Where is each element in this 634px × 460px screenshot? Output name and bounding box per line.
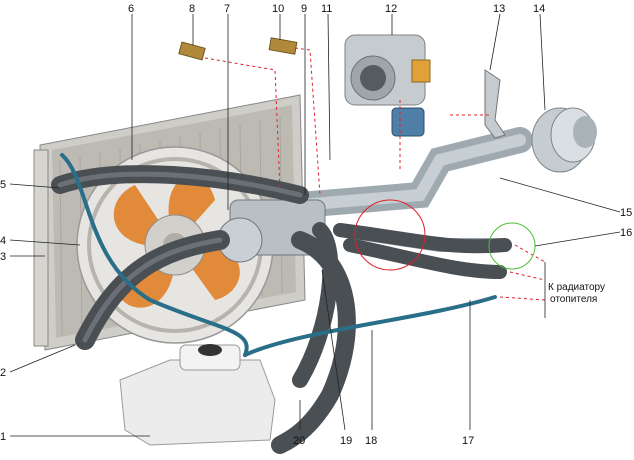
callout-19: 19 [340, 435, 352, 447]
temperature-sensor [178, 41, 206, 61]
callout-3: 3 [0, 251, 6, 263]
callout-9: 9 [301, 3, 307, 15]
callout-12: 12 [385, 3, 397, 15]
callout-18: 18 [365, 435, 377, 447]
coolant-pipe [287, 127, 533, 252]
coolant-lines [60, 153, 497, 357]
callout-13: 13 [493, 3, 505, 15]
hoses [51, 165, 512, 454]
throttle-body [344, 34, 431, 137]
callout-14: 14 [533, 3, 545, 15]
callout-7: 7 [224, 3, 230, 15]
heater-note-line1: К радиатору [548, 282, 605, 293]
callout-11: 11 [321, 3, 332, 15]
callout-1: 1 [0, 431, 6, 443]
callout-8: 8 [189, 3, 195, 15]
callout-5: 5 [0, 179, 6, 191]
callout-16: 16 [620, 227, 632, 239]
heater-note-line2: отопителя [550, 294, 597, 305]
highlight-circle-red [354, 199, 426, 271]
water-pump [531, 107, 597, 173]
callout-20: 20 [293, 435, 305, 447]
callout-6: 6 [128, 3, 134, 15]
callout-10: 10 [272, 3, 284, 15]
callout-2: 2 [0, 367, 6, 379]
expansion-tank [119, 344, 276, 446]
mounting-bracket [484, 69, 506, 139]
connection-dashes [204, 47, 546, 301]
callout-15: 15 [620, 207, 632, 219]
callout-4: 4 [0, 235, 6, 247]
coolant-sensor [268, 37, 298, 55]
leader-lines [9, 13, 621, 437]
callout-17: 17 [462, 435, 474, 447]
